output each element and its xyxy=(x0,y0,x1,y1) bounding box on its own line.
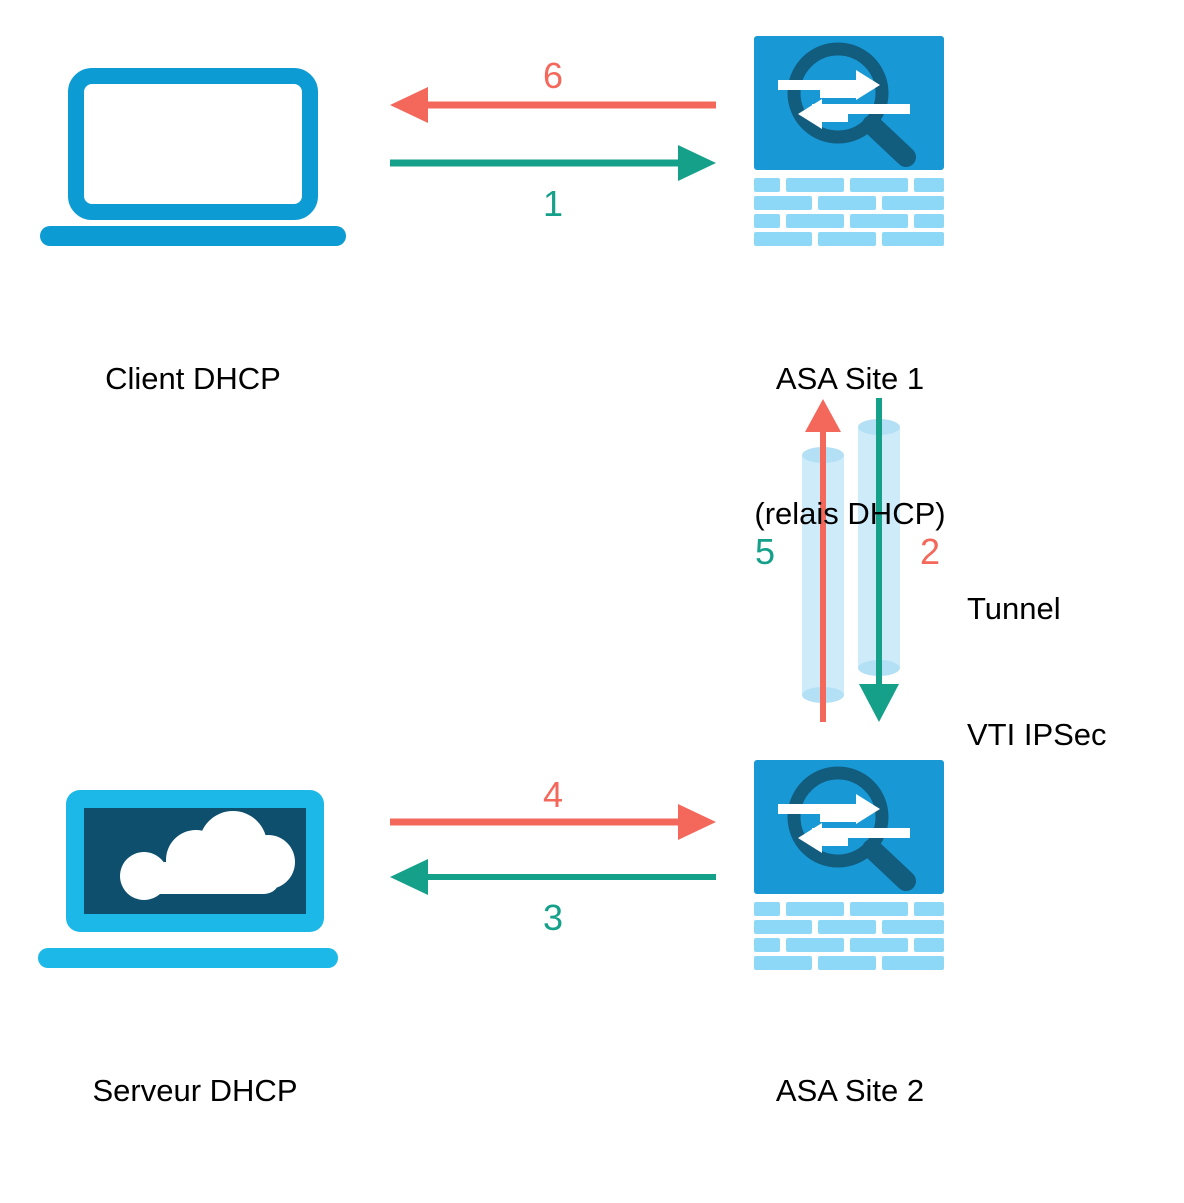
node-label-line1: ASA Site 2 xyxy=(775,1073,925,1108)
diagram-canvas xyxy=(38,36,944,970)
flow-arrow-1 xyxy=(390,145,716,181)
step-number-5: 5 xyxy=(754,531,776,572)
network-diagram: Client DHCP ASA Site 1 (relais DHCP) Ser… xyxy=(38,36,1177,1108)
node-label-line1: ASA Site 1 xyxy=(775,361,925,396)
flow-arrow-6 xyxy=(390,87,716,123)
node-label-client-dhcp: Client DHCP xyxy=(43,266,343,491)
laptop-blank-icon xyxy=(40,68,346,246)
tunnel-caption: Tunnel VTI IPSec xyxy=(967,504,1177,840)
step-number-1: 1 xyxy=(542,183,564,224)
flow-arrow-5 xyxy=(805,399,841,722)
flow-arrow-4 xyxy=(390,804,716,840)
node-label-line1: Client DHCP xyxy=(105,361,281,396)
step-number-6: 6 xyxy=(542,55,564,96)
flow-arrow-3 xyxy=(390,859,716,895)
tunnel-caption-line2: VTI IPSec xyxy=(967,717,1107,752)
flow-arrow-2 xyxy=(859,398,899,722)
cloud-glyph xyxy=(120,811,295,900)
node-label-line1: Serveur DHCP xyxy=(92,1073,298,1108)
brick-wall-glyph xyxy=(754,902,944,970)
node-label-asa-site-2: ASA Site 2 xyxy=(692,978,1008,1203)
firewall-asa-icon xyxy=(754,36,944,246)
laptop-cloud-icon xyxy=(38,790,338,968)
node-label-line2: (relais DHCP) xyxy=(754,496,946,531)
firewall-asa-icon xyxy=(754,760,944,970)
transfer-arrows-glyph xyxy=(778,70,910,129)
brick-wall-glyph xyxy=(754,178,944,246)
step-number-2: 2 xyxy=(919,531,941,572)
tunnel-caption-line1: Tunnel xyxy=(967,591,1061,626)
transfer-arrows-glyph xyxy=(778,794,910,853)
step-number-3: 3 xyxy=(542,897,564,938)
node-label-serveur-dhcp: Serveur DHCP xyxy=(30,978,360,1203)
node-label-asa-site-1: ASA Site 1 (relais DHCP) xyxy=(692,266,1008,626)
step-number-4: 4 xyxy=(542,774,564,815)
